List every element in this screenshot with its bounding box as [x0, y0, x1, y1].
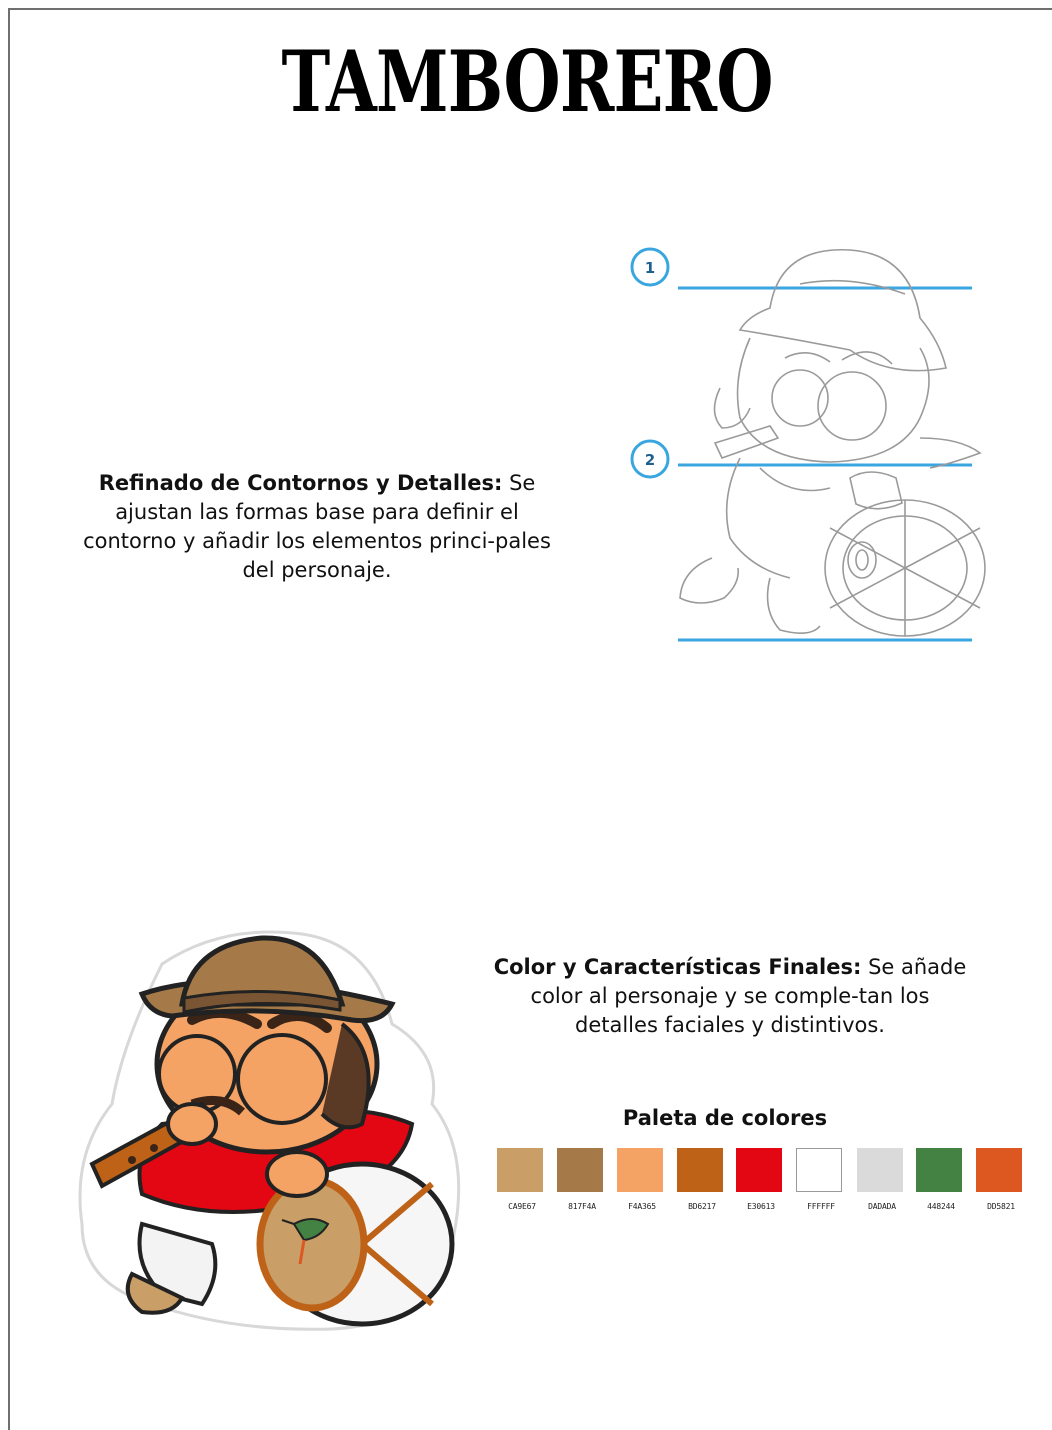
- swatch-code: CA9E67: [508, 1202, 536, 1211]
- swatch-chip: [857, 1148, 903, 1192]
- swatch-chip: [976, 1148, 1022, 1192]
- contour-heading: Refinado de Contornos y Detalles:: [98, 471, 503, 495]
- swatch-code: DADADA: [868, 1202, 896, 1211]
- swatch-code: 448244: [927, 1202, 955, 1211]
- page-title: TAMBORERO: [281, 32, 774, 131]
- swatch-4: BD6217: [674, 1148, 730, 1211]
- marker-1: 1: [630, 247, 670, 287]
- colored-character-illustration: [78, 930, 461, 1331]
- swatch-3: F4A365: [614, 1148, 670, 1211]
- swatch-8: 448244: [913, 1148, 969, 1211]
- swatch-2: 817F4A: [554, 1148, 610, 1211]
- sketch-character-outline: [679, 248, 986, 637]
- svg-text:2: 2: [645, 451, 655, 469]
- swatch-9: DD5821: [973, 1148, 1029, 1211]
- swatch-chip: [677, 1148, 723, 1192]
- swatch-code: 817F4A: [568, 1202, 596, 1211]
- swatch-chip: [497, 1148, 543, 1192]
- color-heading: Color y Características Finales:: [493, 955, 862, 979]
- swatch-7: DADADA: [854, 1148, 910, 1211]
- swatch-chip: [796, 1148, 842, 1192]
- swatch-5: E30613: [733, 1148, 789, 1211]
- swatch-code: FFFFFF: [807, 1202, 835, 1211]
- page-border: [8, 8, 1052, 1430]
- character-sketch: 1 2: [630, 247, 986, 642]
- swatch-chip: [736, 1148, 782, 1192]
- marker-2: 2: [630, 439, 670, 479]
- swatch-1: CA9E67: [494, 1148, 550, 1211]
- contour-description: Refinado de Contornos y Detalles: Se aju…: [72, 469, 562, 585]
- color-palette: CA9E67 817F4A F4A365 BD6217 E30613 FFFFF…: [494, 1148, 1034, 1218]
- swatch-code: DD5821: [987, 1202, 1015, 1211]
- color-description: Color y Características Finales: Se añad…: [490, 953, 970, 1040]
- color-body: Se añade color al personaje y se comple-…: [530, 955, 967, 1037]
- swatch-code: F4A365: [628, 1202, 656, 1211]
- svg-text:1: 1: [645, 259, 655, 277]
- contour-body: Se ajustan las formas base para definir …: [83, 471, 551, 582]
- swatch-code: E30613: [747, 1202, 775, 1211]
- swatch-chip: [617, 1148, 663, 1192]
- swatch-chip: [916, 1148, 962, 1192]
- palette-title: Paleta de colores: [622, 1106, 828, 1130]
- swatch-code: BD6217: [688, 1202, 716, 1211]
- swatch-6: FFFFFF: [793, 1148, 849, 1211]
- swatch-chip: [557, 1148, 603, 1192]
